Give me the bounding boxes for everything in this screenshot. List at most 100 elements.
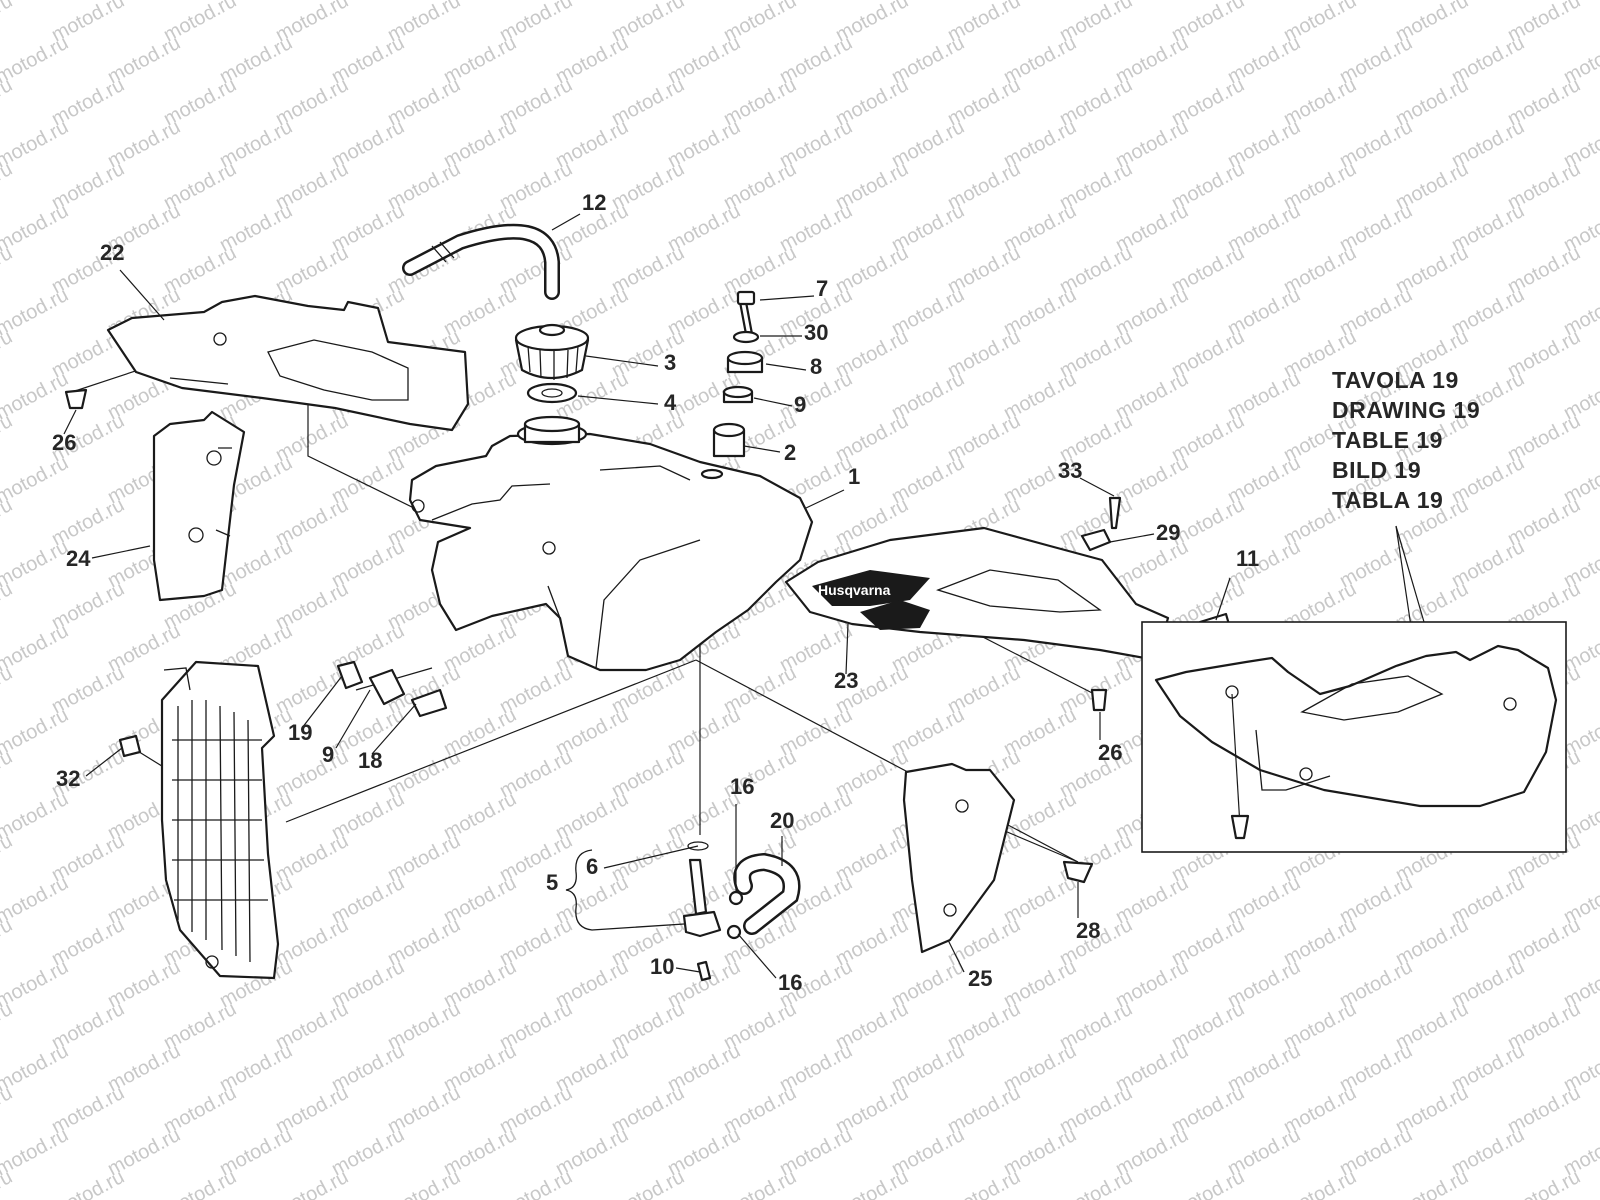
callout-leader	[765, 363, 807, 371]
watermark-text: motod.ru	[0, 536, 72, 592]
callout-1: 1	[848, 464, 860, 489]
callout-11: 11	[1236, 546, 1259, 571]
callout-26: 26	[1098, 740, 1122, 765]
callout-leader	[675, 967, 701, 973]
callout-leader	[577, 395, 659, 405]
callout-19: 19	[288, 720, 312, 745]
callout-26: 26	[52, 430, 76, 455]
watermark-text: motod.ru	[384, 1166, 464, 1200]
reference-line-1: TAVOLA 19	[1332, 367, 1459, 393]
callout-leader	[845, 623, 849, 675]
watermark-text: motod.ru	[1280, 1166, 1360, 1200]
callout-leader	[301, 675, 343, 729]
watermark-text: motod.ru	[48, 1166, 128, 1200]
watermark-text: motod.ru	[0, 452, 72, 508]
watermark-text: motod.ru	[1392, 1166, 1472, 1200]
callout-5: 5	[546, 870, 558, 895]
callout-leader	[1215, 577, 1231, 621]
callout-labels: 1234567899101112161618192022232425262628…	[52, 190, 1259, 995]
reference-line-2: DRAWING 19	[1332, 397, 1480, 423]
callout-16: 16	[730, 774, 754, 799]
callout-leader	[737, 933, 777, 979]
watermark-text: motod.ru	[1504, 1166, 1584, 1200]
watermark-text: motod.ru	[0, 872, 72, 928]
radiator	[160, 660, 280, 980]
tank-mount-stack	[712, 290, 764, 458]
side-panel-right	[902, 762, 1016, 954]
callout-16: 16	[778, 970, 802, 995]
callout-29: 29	[1156, 520, 1180, 545]
watermark-text: motod.ru	[0, 284, 72, 340]
watermark-text: motod.ru	[0, 956, 72, 1012]
callout-leader	[759, 295, 815, 301]
callout-8: 8	[810, 354, 822, 379]
callout-2: 2	[784, 440, 796, 465]
watermark-text: motod.ru	[720, 1166, 800, 1200]
fuel-tap-assembly	[682, 841, 801, 982]
watermark-text: motod.ru	[0, 32, 72, 88]
callout-leader	[603, 845, 699, 869]
fuel-cap	[514, 323, 590, 380]
callout-20: 20	[770, 808, 794, 833]
watermark-text: motod.ru	[1056, 1166, 1136, 1200]
side-panel-left	[152, 410, 246, 602]
reference-line-3: TABLE 19	[1332, 427, 1443, 453]
watermark-text: motod.ru	[160, 1166, 240, 1200]
watermark-text: motod.ru	[0, 704, 72, 760]
vent-hose	[402, 223, 560, 300]
callout-leader	[551, 213, 581, 231]
callout-18: 18	[358, 748, 382, 773]
decal-logo-text: Husqvarna	[818, 582, 891, 598]
watermark-text: motod.ru	[1168, 1166, 1248, 1200]
watermark-text: motod.ru	[832, 1166, 912, 1200]
callout-leader	[743, 445, 781, 453]
callout-32: 32	[56, 766, 80, 791]
callout-3: 3	[664, 350, 676, 375]
callout-leader	[85, 747, 123, 777]
cap-gasket	[526, 382, 578, 404]
callout-33: 33	[1058, 458, 1082, 483]
callout-12: 12	[582, 190, 606, 215]
callout-leader	[805, 489, 845, 509]
callout-9: 9	[794, 392, 806, 417]
decal-shroud: Husqvarna	[784, 526, 1170, 662]
callout-leader	[91, 545, 151, 559]
callout-leader	[119, 269, 165, 321]
callout-leader	[1079, 477, 1115, 497]
callout-10: 10	[650, 954, 674, 979]
clip-32	[118, 734, 142, 758]
callout-30: 30	[804, 320, 828, 345]
callout-24: 24	[66, 546, 91, 571]
watermark-text: motod.ru	[944, 1166, 1024, 1200]
watermark-text: motod.ru	[0, 368, 72, 424]
watermark-text: motod.ru	[0, 200, 72, 256]
upper-shroud-part	[106, 294, 470, 432]
reference-inset	[1141, 525, 1567, 853]
callout-9: 9	[322, 742, 334, 767]
radiator-mount-hardware	[336, 660, 448, 718]
watermark-text: motod.ru	[0, 1124, 72, 1180]
callout-leader	[947, 939, 965, 973]
watermark-text: motod.ru	[0, 1040, 72, 1096]
callout-leader	[371, 703, 417, 755]
reference-line-5: TABLA 19	[1332, 487, 1443, 513]
watermark-text: motod.ru	[496, 1166, 576, 1200]
fuel-tank	[408, 415, 814, 672]
callout-7: 7	[816, 276, 828, 301]
callout-23: 23	[834, 668, 858, 693]
watermark-text: motod.ru	[0, 116, 72, 172]
group-brace-5	[565, 849, 685, 931]
callout-6: 6	[586, 854, 598, 879]
callout-25: 25	[968, 966, 992, 991]
callout-22: 22	[100, 240, 124, 265]
watermark-text: motod.ru	[0, 620, 72, 676]
watermark-text: motod.ru	[0, 788, 72, 844]
callout-4: 4	[664, 390, 677, 415]
callout-28: 28	[1076, 918, 1100, 943]
callout-leader	[1109, 533, 1155, 543]
watermark-text: motod.ru	[608, 1166, 688, 1200]
reference-line-4: BILD 19	[1332, 457, 1421, 483]
callout-leader	[585, 355, 659, 367]
watermark-text: motod.ru	[272, 1166, 352, 1200]
reference-text: TAVOLA 19 DRAWING 19 TABLE 19 BILD 19 TA…	[1332, 367, 1480, 513]
